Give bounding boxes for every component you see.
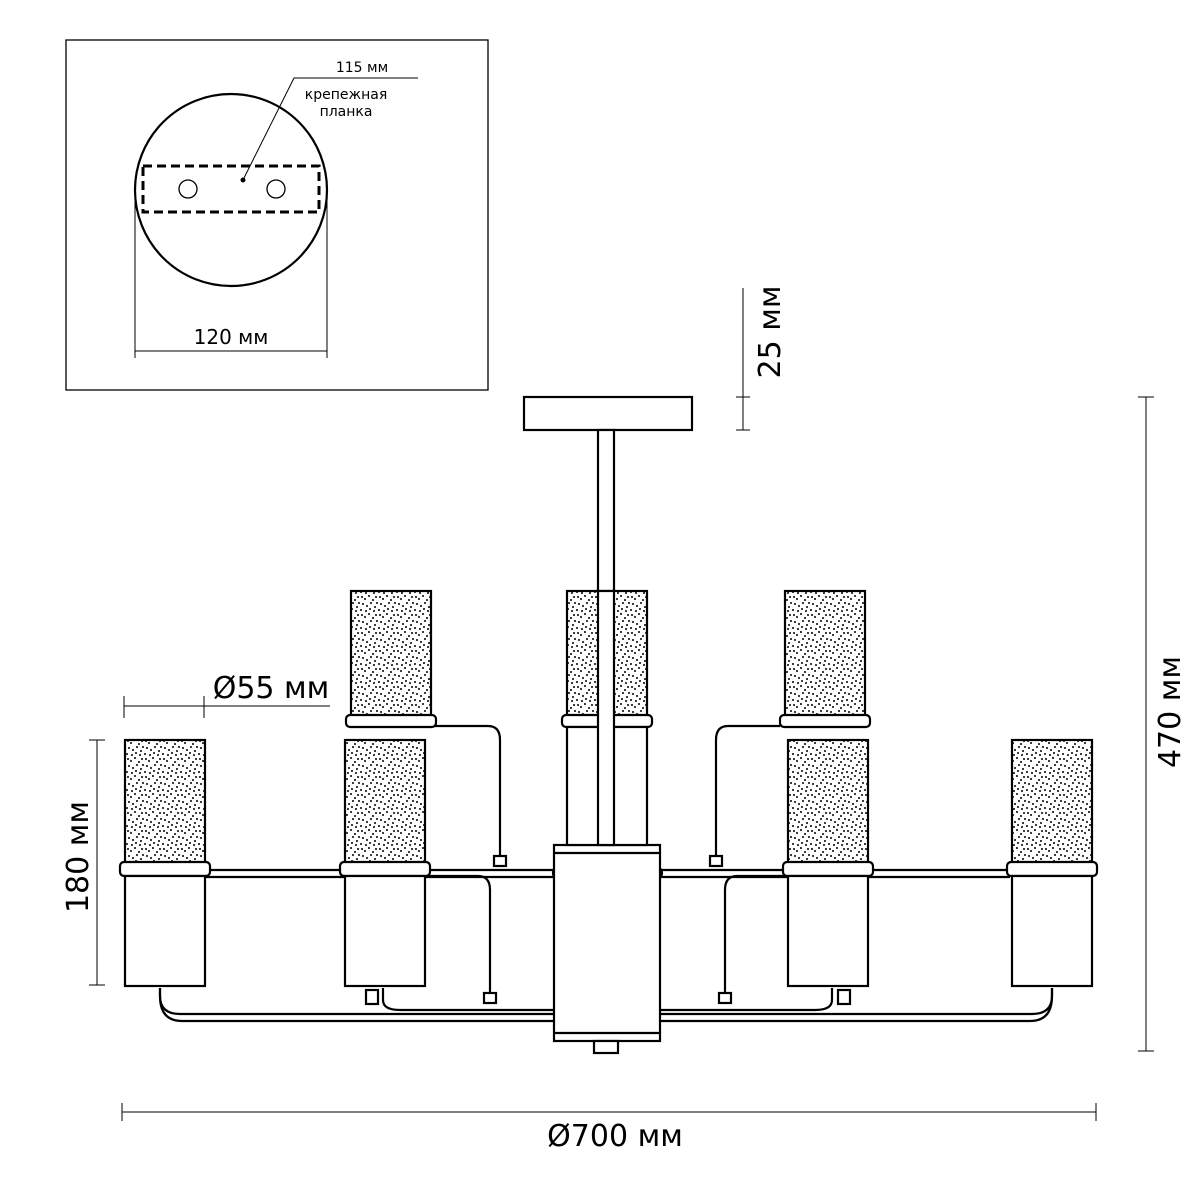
lamp-far-right <box>1005 738 1099 988</box>
glass-shade <box>349 589 433 719</box>
dimension-canopy: 25 мм <box>736 286 788 431</box>
glass-shade <box>1010 738 1094 866</box>
suspension-rod-front <box>596 589 616 847</box>
plate-diameter-label: 120 мм <box>194 325 269 349</box>
glass-shade <box>123 738 207 866</box>
arm-upper-right <box>714 724 780 860</box>
chandelier <box>118 395 1099 1055</box>
arm-mid-right <box>723 874 788 995</box>
lamp-socket <box>786 874 870 988</box>
central-body <box>552 843 662 1043</box>
lamp-inner-right <box>781 738 875 988</box>
total-diameter-label: Ø700 мм <box>547 1119 683 1154</box>
bracket-width-label: 115 мм <box>336 60 388 76</box>
bracket-label-line1: крепежная <box>305 87 388 103</box>
lamp-socket <box>343 874 427 988</box>
glass-shade <box>343 738 427 866</box>
shade-holder <box>778 713 872 729</box>
lamp-socket <box>1010 874 1094 988</box>
mount-inset: 115 мм крепежная планка 120 мм <box>65 39 489 391</box>
ceiling-canopy <box>522 395 694 432</box>
screw-hole-right <box>266 179 286 199</box>
shade-holder <box>338 860 432 878</box>
total-height-label: 470 мм <box>1153 656 1188 768</box>
arm-joint <box>492 854 508 868</box>
lamp-top-left <box>344 589 438 729</box>
arm-lower-right-inner <box>636 988 834 1012</box>
dimension-total-height: 470 мм <box>1138 396 1188 1052</box>
shade-height-label: 180 мм <box>61 801 96 913</box>
lamp-top-center <box>560 589 654 847</box>
mounting-bracket <box>141 164 321 214</box>
bottom-finial <box>592 1039 620 1055</box>
shade-holder <box>1005 860 1099 878</box>
bracket-label-line2: планка <box>320 104 373 120</box>
arm-joint <box>708 854 724 868</box>
dimension-shade-height: 180 мм <box>61 739 105 986</box>
arm-mid-left <box>425 874 492 995</box>
screw-hole-left <box>178 179 198 199</box>
lamp-top-right <box>778 589 872 729</box>
arm-lower-left-inner <box>381 988 578 1012</box>
arm-joint <box>836 988 852 1006</box>
lamp-inner-left <box>338 738 432 988</box>
arm-lower-right-outer-b <box>636 988 1054 1023</box>
arm-joint <box>482 991 498 1005</box>
lamp-far-left <box>118 738 212 988</box>
arm-lower-left-outer-b <box>158 988 578 1023</box>
glass-shade <box>786 738 870 866</box>
arm-joint <box>364 988 380 1006</box>
shade-holder <box>118 860 212 878</box>
bracket-leader-line <box>242 77 418 181</box>
dimension-shade-diameter: Ø55 мм <box>123 671 330 718</box>
shade-holder <box>781 860 875 878</box>
canopy-height-label: 25 мм <box>753 286 788 379</box>
shade-diameter-label: Ø55 мм <box>213 671 330 706</box>
arm-upper-left <box>432 724 502 860</box>
inset-frame <box>65 39 489 391</box>
dimension-total-diameter: Ø700 мм <box>121 1103 1097 1154</box>
shade-holder <box>344 713 438 729</box>
lamp-socket <box>123 874 207 988</box>
glass-shade <box>783 589 867 719</box>
arm-joint <box>717 991 733 1005</box>
ceiling-plate <box>133 92 329 288</box>
